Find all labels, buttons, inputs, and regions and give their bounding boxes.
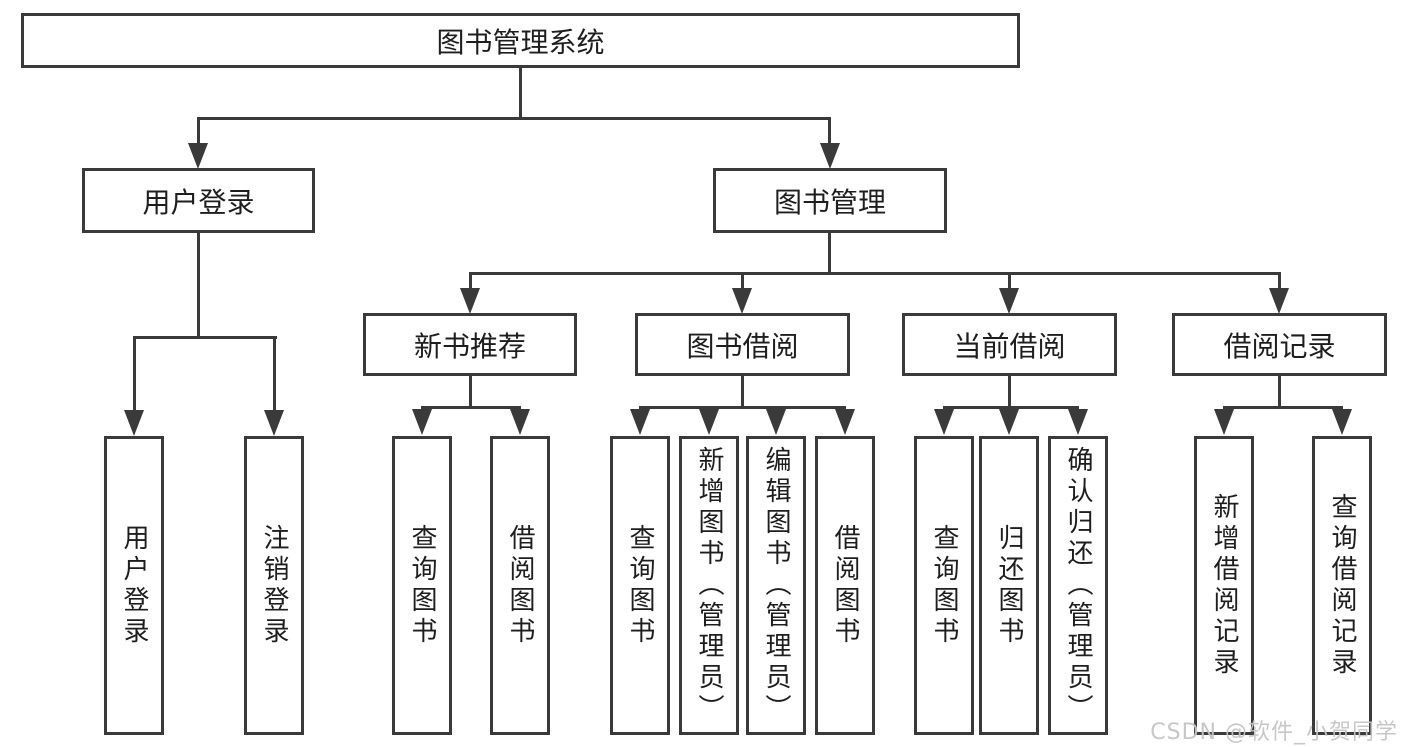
arrow-down-icon [999,288,1019,314]
arrow-down-icon [820,143,840,169]
connector-line [421,406,521,409]
leaf-query-books-borrow: 查询图书 [610,436,670,735]
arrow-down-icon [1214,409,1234,435]
node-current-borrow: 当前借阅 [902,313,1117,376]
arrow-down-icon [510,409,530,435]
leaf-query-books-current: 查询图书 [914,436,974,735]
arrow-down-icon [699,409,719,435]
connector-line [519,68,522,117]
node-user-login: 用户登录 [82,168,315,233]
csdn-watermark: CSDN @软件_小贺同学 [1150,720,1398,745]
node-borrow-records: 借阅记录 [1172,313,1387,376]
leaf-borrow-books-recommend: 借阅图书 [490,436,550,735]
connector-line [1008,376,1011,406]
connector-line [1223,406,1343,409]
arrow-down-icon [412,409,432,435]
arrow-down-icon [1332,409,1352,435]
connector-line [1008,272,1011,289]
leaf-confirm-return-admin: 确认归还（管理员） [1048,436,1108,735]
arrow-down-icon [999,409,1019,435]
connector-line [943,406,1079,409]
arrow-down-icon [630,409,650,435]
connector-line [828,117,831,144]
arrow-down-icon [934,409,954,435]
leaf-return-book: 归还图书 [979,436,1039,735]
leaf-user-login: 用户登录 [104,436,164,735]
leaf-edit-book-admin: 编辑图书（管理员） [746,436,806,735]
leaf-add-borrow-record: 新增借阅记录 [1194,436,1254,735]
leaf-add-book-admin: 新增图书（管理员） [679,436,739,735]
connector-line [197,117,200,144]
connector-line [1278,376,1281,406]
leaf-query-borrow-record: 查询借阅记录 [1312,436,1372,735]
arrow-down-icon [1269,288,1289,314]
connector-line [273,336,276,410]
connector-line [469,272,472,289]
leaf-query-books-recommend: 查询图书 [392,436,452,735]
connector-line [741,272,744,289]
node-book-borrow: 图书借阅 [635,313,850,376]
node-new-book-recommend: 新书推荐 [363,313,577,376]
connector-line [741,376,744,406]
connector-line [828,233,831,272]
arrow-down-icon [264,410,284,436]
arrow-down-icon [460,288,480,314]
leaf-borrow-books: 借阅图书 [815,436,875,735]
arrow-down-icon [732,288,752,314]
connector-line [469,272,1281,275]
arrow-down-icon [1068,409,1088,435]
connector-line [133,336,136,410]
connector-line [197,233,200,336]
arrow-down-icon [766,409,786,435]
node-root: 图书管理系统 [21,13,1020,68]
arrow-down-icon [188,143,208,169]
arrow-down-icon [124,410,144,436]
node-book-management: 图书管理 [713,168,947,233]
arrow-down-icon [835,409,855,435]
leaf-logout: 注销登录 [244,436,304,735]
connector-line [1278,272,1281,289]
connector-line [469,376,472,406]
connector-line [133,336,277,339]
connector-line [197,117,831,120]
connector-line [639,406,846,409]
